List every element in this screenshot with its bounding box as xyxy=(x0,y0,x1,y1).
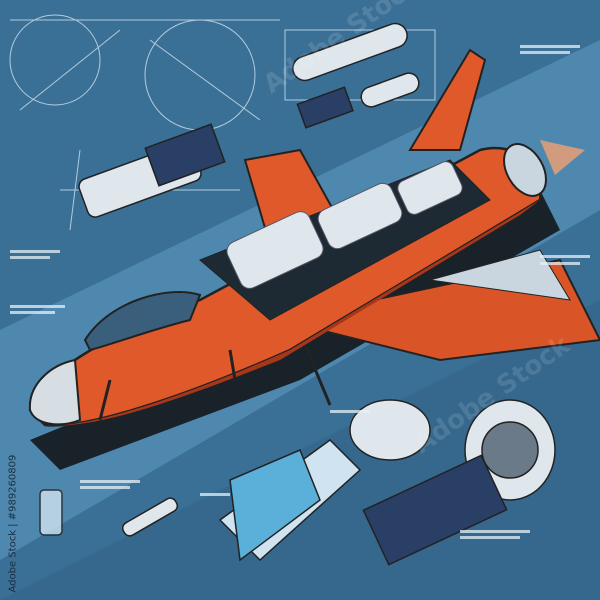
nose-cone xyxy=(28,358,82,426)
landing-gear xyxy=(98,344,332,421)
engine-nozzle xyxy=(503,143,547,197)
engine-internals xyxy=(226,161,463,289)
component-parts xyxy=(39,22,556,566)
cockpit-canopy xyxy=(83,291,202,352)
callout-label-blocks xyxy=(10,45,590,539)
tail-fin xyxy=(408,48,487,151)
stock-credit-line: Adobe Stock | #989260809 xyxy=(7,454,19,593)
wing-flap xyxy=(429,249,571,301)
exhaust-flame xyxy=(540,140,585,175)
